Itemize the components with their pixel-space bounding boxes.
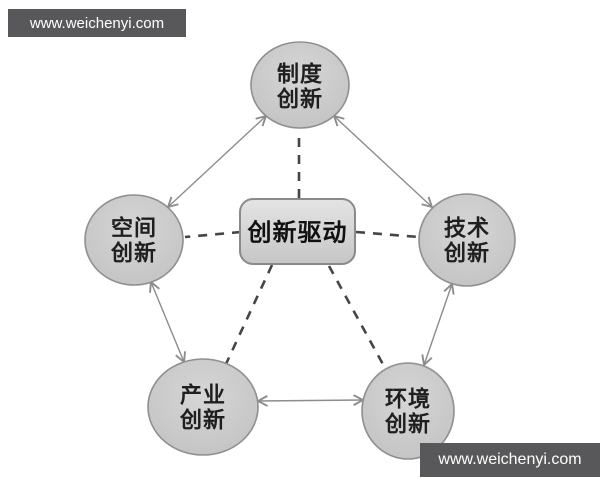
node-technology-ellipse: [418, 193, 516, 287]
node-institution-label-line1: 制度: [277, 62, 323, 87]
node-innovation-drive-rect: [239, 198, 356, 265]
node-industry-label-line1: 产业: [180, 383, 226, 408]
node-technology-label-line1: 技术: [444, 216, 490, 241]
dashed-center-space: [184, 230, 242, 239]
arrow-space-industry: [151, 282, 184, 362]
watermark-top-left: www.weichenyi.com: [8, 9, 186, 37]
watermark-top-left-text: www.weichenyi.com: [29, 14, 165, 32]
node-institution: 制度 创新: [250, 41, 350, 129]
arrow-institution-space: [168, 116, 266, 207]
node-environment-label-line2: 创新: [384, 412, 431, 437]
arrow-institution-technology: [334, 116, 432, 207]
node-space-label-line2: 创新: [110, 241, 157, 266]
dashed-center-industry: [224, 264, 274, 365]
node-innovation-drive: 创新驱动: [239, 198, 356, 265]
node-environment-ellipse: [361, 362, 455, 460]
node-space-label-line1: 空间: [111, 216, 157, 241]
node-environment: 环境 创新: [361, 362, 455, 460]
node-space: 空间 创新: [84, 194, 184, 286]
node-industry-ellipse: [147, 358, 259, 456]
watermark-bottom-right: www.weichenyi.com: [420, 443, 600, 477]
node-space-ellipse: [84, 194, 184, 286]
dashed-center-technology: [355, 230, 420, 239]
node-technology: 技术 创新: [418, 193, 516, 287]
arrow-technology-environment: [424, 284, 452, 365]
node-institution-label-line2: 创新: [276, 87, 323, 112]
arrow-industry-environment: [258, 400, 363, 401]
node-institution-ellipse: [250, 41, 350, 129]
node-technology-label-line2: 创新: [443, 241, 490, 266]
node-industry: 产业 创新: [147, 358, 259, 456]
dashed-center-environment: [327, 265, 387, 369]
watermark-bottom-right-text: www.weichenyi.com: [438, 451, 582, 468]
node-innovation-drive-label: 创新驱动: [247, 219, 348, 247]
node-environment-label-line1: 环境: [385, 387, 431, 412]
node-industry-label-line2: 创新: [179, 408, 226, 433]
